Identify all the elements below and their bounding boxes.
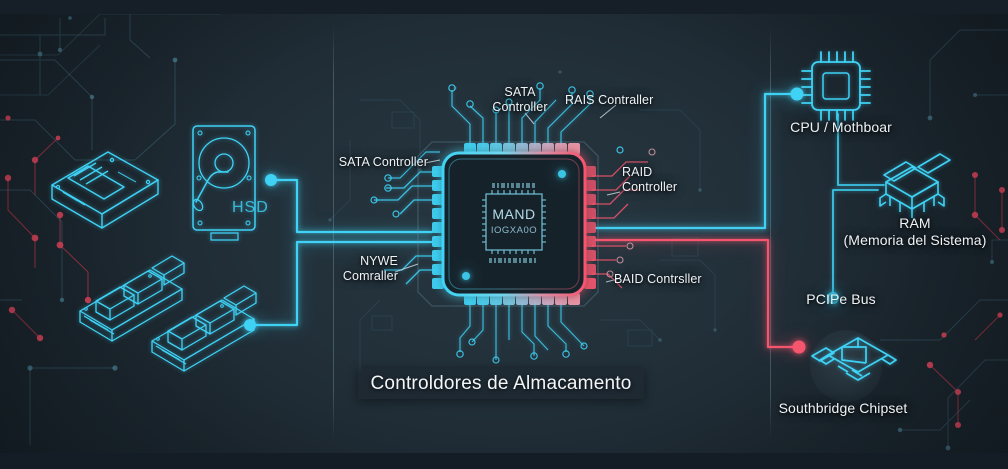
bottom-edge-bar <box>0 453 1008 469</box>
m2-module-lower-icon <box>151 285 257 372</box>
label-nvwe-controller-left: NYWE Comraller <box>342 254 398 283</box>
hdd-icon <box>192 125 256 241</box>
chip-pins-left <box>432 166 444 289</box>
label-sata-controller-left: SATA Controller <box>338 155 428 169</box>
label-baid-controller-right: BAID Contrsller <box>614 272 702 286</box>
chip-die-line2: IOGXA0O <box>491 225 537 236</box>
cable-m2-to-chip <box>248 240 434 327</box>
cable-chip-to-southbridge <box>594 238 801 349</box>
title-banner: Controldores de Almacamento <box>358 368 644 399</box>
chip-led-bottom <box>462 272 470 280</box>
southbridge-icon <box>811 337 897 381</box>
cable-cpu-to-pcie <box>832 189 879 299</box>
cable-node-cpu <box>790 87 804 101</box>
label-raid-controller-right: RAID Controller <box>622 165 678 194</box>
chip-led-top <box>558 170 566 178</box>
hdd-label: HSD <box>232 199 269 216</box>
cable-node-pcie <box>827 292 839 304</box>
chip-die-line1: MAND <box>492 206 535 222</box>
label-ram: RAM (Memoria del Sistema) <box>843 215 987 248</box>
cpu-icon <box>801 51 871 121</box>
page-title: Controldores de Almacamento <box>370 372 632 394</box>
cable-node-southbridge <box>792 340 806 354</box>
cable-node-hdd <box>265 174 277 186</box>
ssd-icon <box>51 151 159 229</box>
label-pcie-bus: PCIPe Bus <box>806 291 876 307</box>
label-cpu-motherboard: CPU / Mothboar <box>790 119 892 135</box>
cable-chip-to-cpu <box>594 92 799 230</box>
cable-node-m2 <box>244 319 256 331</box>
label-rais-controller-top: RAIS Contraller <box>565 93 654 107</box>
ram-icon <box>879 153 951 218</box>
cable-hdd-to-chip <box>269 178 434 234</box>
label-southbridge-chipset: Southbridge Chipset <box>778 400 908 416</box>
chip-die <box>482 190 546 254</box>
divider-right <box>770 26 771 439</box>
cable-cpu-to-ram <box>837 113 885 186</box>
label-sata-controller-top: SATA Controller <box>492 85 548 114</box>
chip-pins-right <box>584 166 596 289</box>
chip-body <box>441 151 587 297</box>
top-edge-bar <box>0 0 1008 14</box>
m2-module-upper-icon <box>79 255 185 342</box>
